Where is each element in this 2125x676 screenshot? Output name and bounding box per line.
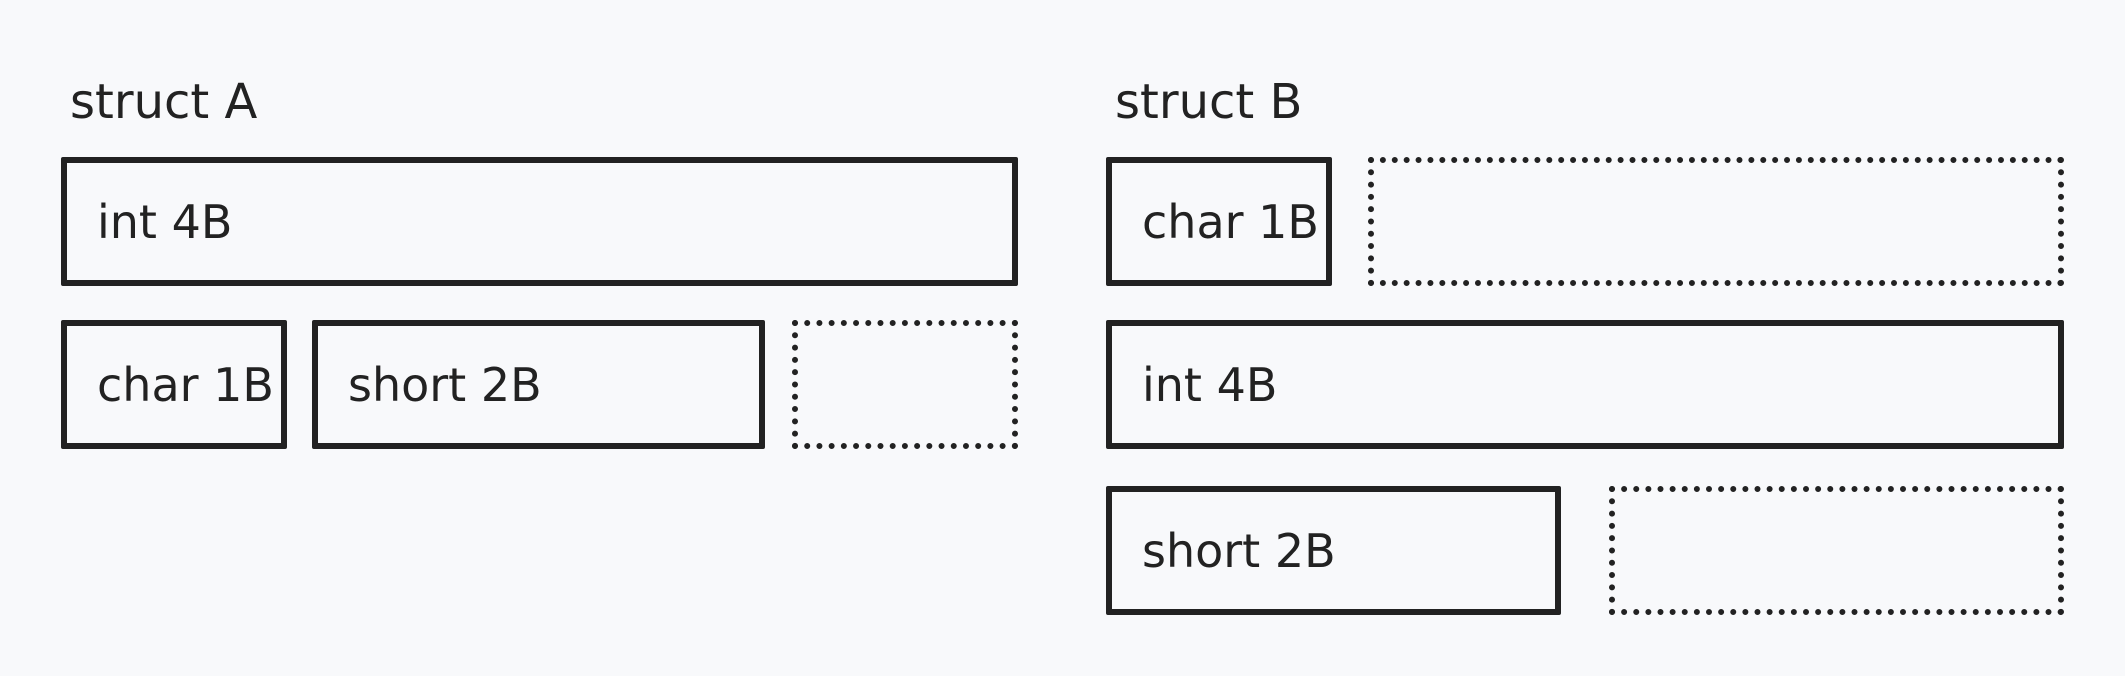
struct-b-char-field: char 1B	[1106, 157, 1332, 286]
struct-b-padding-2	[1609, 486, 2064, 615]
struct-b-char-label: char 1B	[1142, 194, 1319, 249]
struct-a-title: struct A	[70, 74, 258, 130]
struct-a-char-field: char 1B	[61, 320, 287, 449]
struct-a-short-field: short 2B	[312, 320, 765, 449]
struct-b-short-field: short 2B	[1106, 486, 1561, 615]
struct-b-int-field: int 4B	[1106, 320, 2064, 449]
struct-b-short-label: short 2B	[1142, 523, 1336, 578]
struct-a-char-label: char 1B	[97, 357, 274, 412]
struct-b-padding-1	[1368, 157, 2064, 286]
struct-a-int-field: int 4B	[61, 157, 1018, 286]
struct-b-title: struct B	[1115, 74, 1303, 130]
struct-a-short-label: short 2B	[348, 357, 542, 412]
struct-a-padding	[792, 320, 1018, 449]
struct-a-int-label: int 4B	[97, 194, 233, 249]
struct-b-int-label: int 4B	[1142, 357, 1278, 412]
